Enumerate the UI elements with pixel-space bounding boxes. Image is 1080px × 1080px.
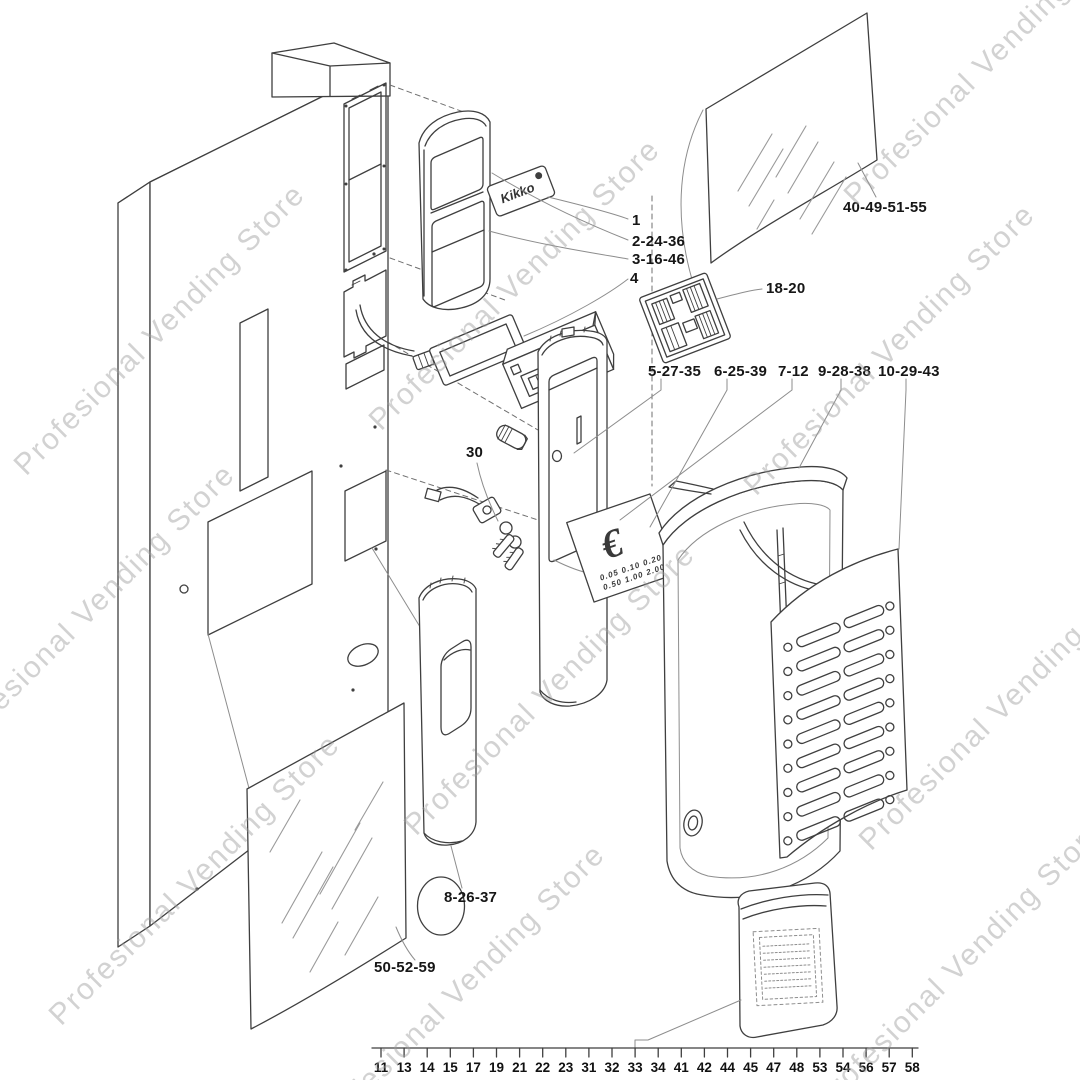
key-cylinder	[496, 424, 528, 451]
scale-items: 11 13 14 15 17 19 21 22 23 31 32 33 34 41 42 44 45 47 48 53…	[374, 1047, 921, 1075]
cup-front-cover	[418, 110, 491, 311]
svg-text:42: 42	[697, 1060, 712, 1075]
svg-text:21: 21	[512, 1060, 528, 1075]
grille-slots	[783, 601, 895, 846]
svg-text:47: 47	[766, 1060, 781, 1075]
display-bezel	[429, 314, 527, 386]
svg-text:45: 45	[743, 1060, 759, 1075]
part-label-50-52-59: 50-52-59	[374, 959, 436, 976]
part-label-8-26-37: 8-26-37	[444, 889, 498, 906]
part-label-3-16-46: 3-16-46	[632, 251, 686, 268]
svg-text:34: 34	[651, 1060, 667, 1075]
svg-text:32: 32	[604, 1060, 619, 1075]
svg-text:23: 23	[558, 1060, 574, 1075]
part-label-10-29-43: 10-29-43	[878, 363, 940, 380]
lock-and-keys	[424, 486, 524, 571]
svg-text:19: 19	[489, 1060, 504, 1075]
part-label-5-27-35: 5-27-35	[648, 363, 702, 380]
svg-text:54: 54	[835, 1060, 851, 1075]
top-hood	[271, 42, 391, 98]
highlight-circle	[416, 876, 466, 936]
lower-column-cover	[418, 575, 477, 846]
svg-text:13: 13	[397, 1060, 413, 1075]
part-label-1: 1	[632, 212, 641, 229]
leader-lines	[395, 162, 907, 1049]
control-board	[639, 272, 731, 364]
grille-panel	[770, 548, 908, 859]
svg-text:56: 56	[859, 1060, 875, 1075]
svg-text:14: 14	[420, 1060, 436, 1075]
part-label-40-49-51-55: 40-49-51-55	[843, 199, 927, 216]
svg-text:41: 41	[674, 1060, 690, 1075]
part-label-9-28-38: 9-28-38	[818, 363, 872, 380]
part-label-6-25-39: 6-25-39	[714, 363, 768, 380]
svg-text:17: 17	[466, 1060, 481, 1075]
upper-column-cover	[537, 326, 608, 707]
part-label-30: 30	[466, 444, 484, 461]
svg-text:58: 58	[905, 1060, 921, 1075]
glass-panel-top	[705, 12, 878, 264]
svg-text:22: 22	[535, 1060, 550, 1075]
svg-text:11: 11	[374, 1060, 389, 1075]
parts-scale: 11 13 14 15 17 19 21 22 23 31 32 33 34 41 42 44 45 47 48 53…	[371, 1047, 921, 1075]
part-label-18-20: 18-20	[766, 280, 806, 297]
svg-text:15: 15	[443, 1060, 459, 1075]
logo-plate: Kikko	[486, 165, 556, 217]
part-label-2-24-36: 2-24-36	[632, 233, 686, 250]
svg-text:31: 31	[581, 1060, 597, 1075]
part-label-7-12: 7-12	[778, 363, 809, 380]
glass-panel-bottom	[246, 702, 407, 1030]
svg-text:33: 33	[628, 1060, 644, 1075]
svg-text:57: 57	[882, 1060, 897, 1075]
spare-kit-bag	[737, 882, 838, 1039]
back-panel	[117, 42, 391, 948]
svg-text:44: 44	[720, 1060, 736, 1075]
svg-text:48: 48	[789, 1060, 805, 1075]
svg-text:53: 53	[812, 1060, 828, 1075]
part-label-4: 4	[630, 270, 639, 287]
